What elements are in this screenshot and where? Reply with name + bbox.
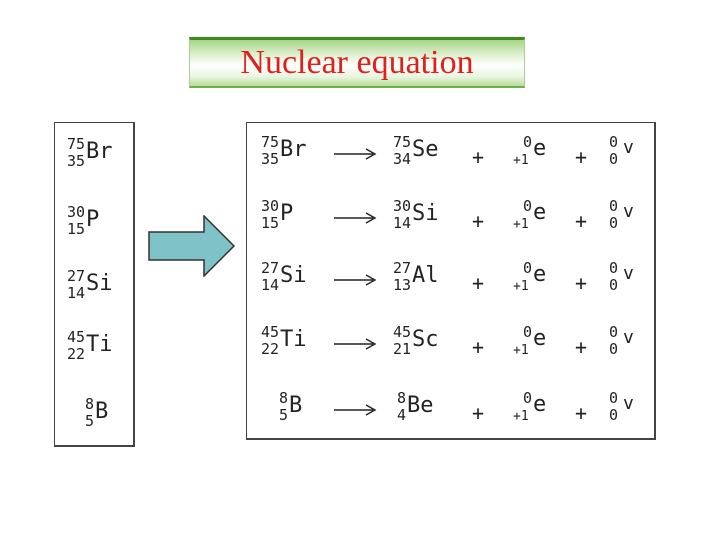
mass-number: 0 xyxy=(523,197,533,215)
element-symbol: e xyxy=(533,392,547,417)
atomic-number: 15 xyxy=(67,220,86,238)
atomic-number: 22 xyxy=(261,340,280,358)
atomic-number: +1 xyxy=(513,409,529,424)
atomic-number: 35 xyxy=(67,152,86,170)
element-symbol: e xyxy=(533,262,547,287)
atomic-number: 0 xyxy=(609,276,619,294)
element-symbol: Si xyxy=(412,201,439,226)
element-symbol: Si xyxy=(86,271,113,296)
element-symbol: Be xyxy=(407,393,434,418)
plus-sign: + xyxy=(575,401,588,425)
element-symbol: P xyxy=(86,207,100,232)
element-symbol: Br xyxy=(86,139,113,164)
mass-number: 75 xyxy=(67,135,86,153)
atomic-number: 5 xyxy=(85,412,95,430)
atomic-number: 34 xyxy=(393,150,412,168)
atomic-number: 4 xyxy=(397,406,407,424)
plus-sign: + xyxy=(575,335,588,359)
reaction-arrow-icon xyxy=(334,338,377,350)
element-symbol: e xyxy=(533,136,547,161)
element-symbol: e xyxy=(533,326,547,351)
atomic-number: 0 xyxy=(609,340,619,358)
mass-number: 8 xyxy=(279,389,289,407)
element-symbol: B xyxy=(289,393,303,418)
atomic-number: 13 xyxy=(393,276,412,294)
element-symbol: Ti xyxy=(280,327,307,352)
element-symbol: Si xyxy=(280,263,307,288)
atomic-number: 22 xyxy=(67,345,86,363)
atomic-number: +1 xyxy=(513,153,529,168)
element-symbol: v xyxy=(623,137,634,158)
mass-number: 0 xyxy=(609,197,619,215)
mass-number: 0 xyxy=(523,389,533,407)
mass-number: 27 xyxy=(261,259,280,277)
mass-number: 30 xyxy=(393,197,412,215)
mass-number: 0 xyxy=(523,323,533,341)
mass-number: 0 xyxy=(523,259,533,277)
atomic-number: 5 xyxy=(279,406,289,424)
element-symbol: Br xyxy=(280,137,307,162)
mass-number: 27 xyxy=(67,267,86,285)
plus-sign: + xyxy=(472,271,485,295)
mass-number: 45 xyxy=(393,323,412,341)
mass-number: 30 xyxy=(67,203,86,221)
plus-sign: + xyxy=(472,335,485,359)
mass-number: 45 xyxy=(67,328,86,346)
mass-number: 0 xyxy=(523,133,533,151)
mass-number: 0 xyxy=(609,133,619,151)
element-symbol: Se xyxy=(412,137,439,162)
element-symbol: e xyxy=(533,200,547,225)
mass-number: 0 xyxy=(609,323,619,341)
atomic-number: 0 xyxy=(609,406,619,424)
element-symbol: v xyxy=(623,393,634,414)
atomic-number: 0 xyxy=(609,214,619,232)
right-arrow-icon xyxy=(148,215,236,277)
atomic-number: 35 xyxy=(261,150,280,168)
plus-sign: + xyxy=(575,209,588,233)
mass-number: 75 xyxy=(393,133,412,151)
element-symbol: v xyxy=(623,263,634,284)
atomic-number: +1 xyxy=(513,343,529,358)
mass-number: 45 xyxy=(261,323,280,341)
atomic-number: 21 xyxy=(393,340,412,358)
element-symbol: Al xyxy=(412,263,439,288)
element-symbol: v xyxy=(623,327,634,348)
atomic-number: 15 xyxy=(261,214,280,232)
element-symbol: Ti xyxy=(86,332,113,357)
reaction-arrow-icon xyxy=(334,212,377,224)
reaction-arrow-icon xyxy=(334,148,377,160)
reaction-arrow-icon xyxy=(334,274,377,286)
element-symbol: Sc xyxy=(412,327,439,352)
mass-number: 27 xyxy=(393,259,412,277)
plus-sign: + xyxy=(575,145,588,169)
title-banner: Nuclear equation xyxy=(189,37,525,88)
plus-sign: + xyxy=(472,145,485,169)
atomic-number: +1 xyxy=(513,217,529,232)
mass-number: 8 xyxy=(85,395,95,413)
element-symbol: v xyxy=(623,201,634,222)
reaction-arrow-icon xyxy=(334,404,377,416)
element-symbol: B xyxy=(95,399,109,424)
plus-sign: + xyxy=(575,271,588,295)
element-symbol: P xyxy=(280,201,294,226)
atomic-number: 14 xyxy=(261,276,280,294)
mass-number: 0 xyxy=(609,259,619,277)
mass-number: 0 xyxy=(609,389,619,407)
mass-number: 30 xyxy=(261,197,280,215)
atomic-number: +1 xyxy=(513,279,529,294)
mass-number: 8 xyxy=(397,389,407,407)
atomic-number: 14 xyxy=(393,214,412,232)
plus-sign: + xyxy=(472,401,485,425)
plus-sign: + xyxy=(472,209,485,233)
page-title: Nuclear equation xyxy=(240,44,474,81)
mass-number: 75 xyxy=(261,133,280,151)
atomic-number: 0 xyxy=(609,150,619,168)
atomic-number: 14 xyxy=(67,284,86,302)
